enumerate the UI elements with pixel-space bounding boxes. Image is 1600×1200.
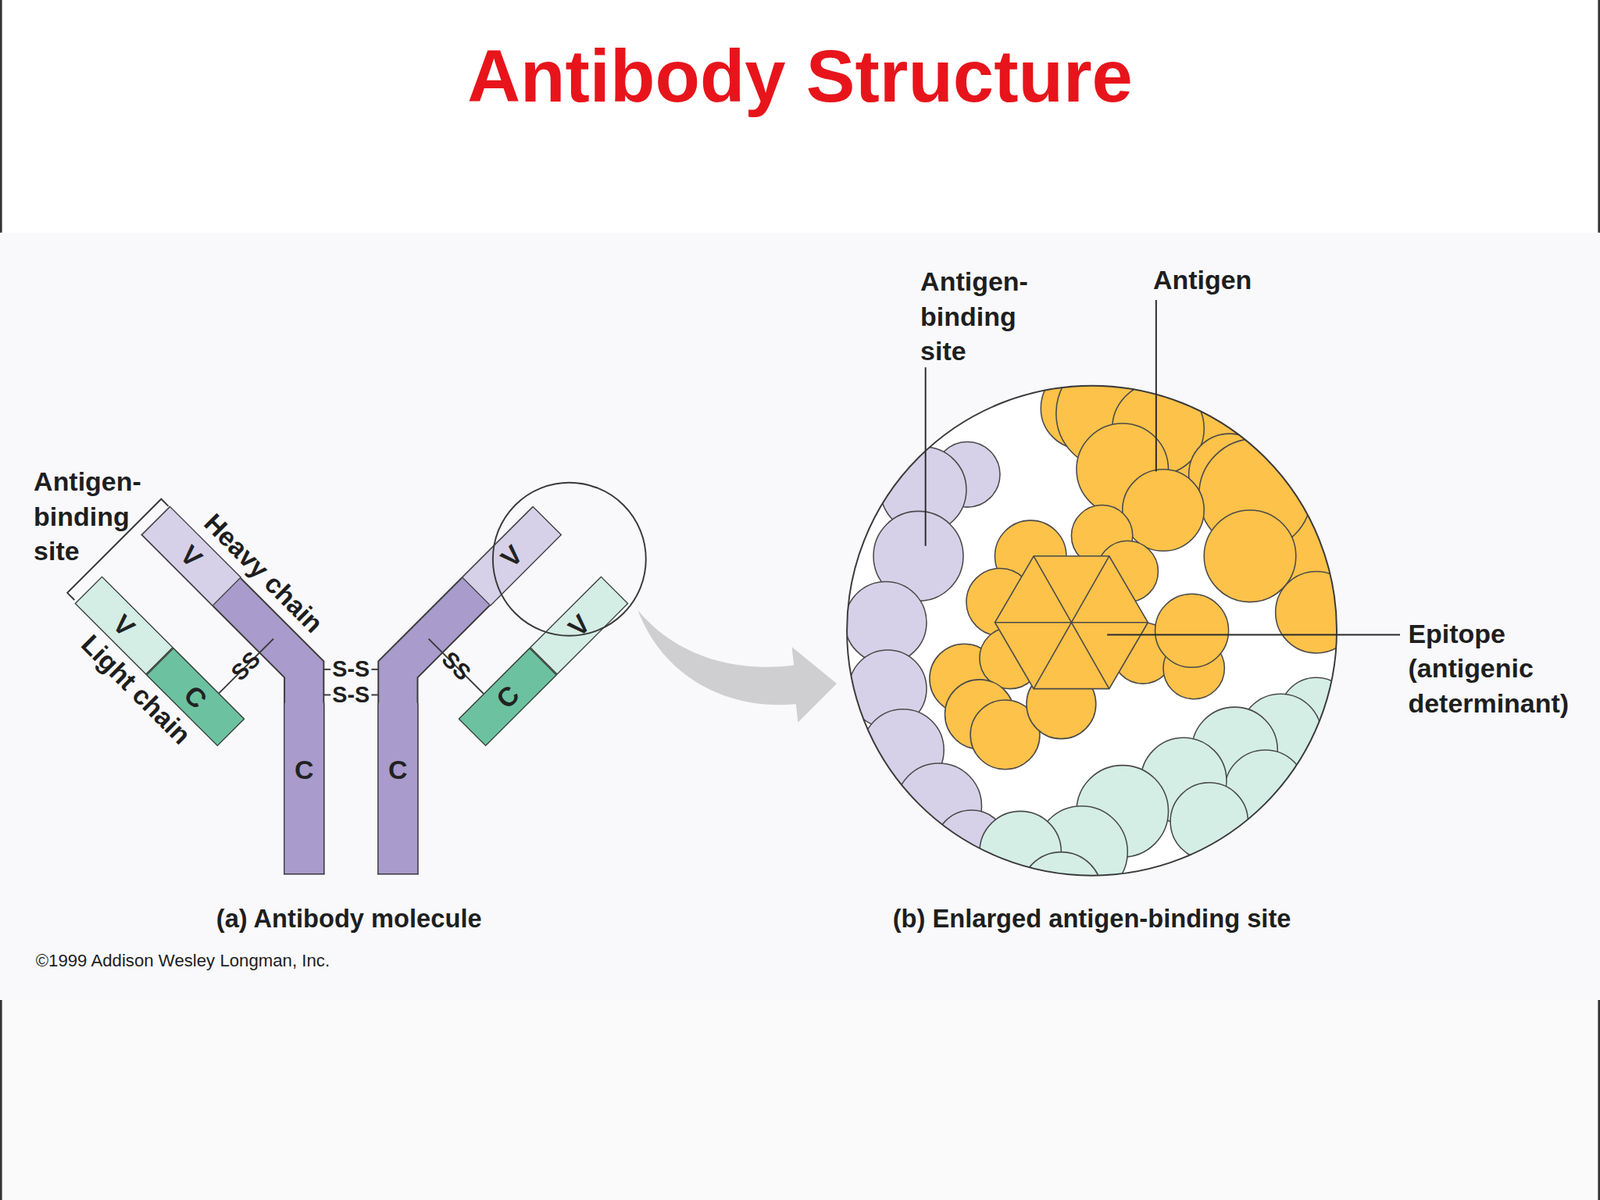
frame-line bbox=[1597, 0, 1600, 233]
leader-line bbox=[925, 367, 927, 547]
region-letter: C bbox=[388, 753, 408, 786]
chain-region: V bbox=[460, 506, 561, 607]
callout-label: Epitope (antigenic determinant) bbox=[1407, 616, 1569, 721]
frame-line bbox=[0, 0, 3, 233]
disulfide-bond bbox=[371, 693, 379, 696]
zoom-arrow bbox=[637, 610, 837, 723]
region-letter: V bbox=[493, 539, 529, 575]
region-letter: V bbox=[106, 607, 142, 643]
bond-label: S-S bbox=[332, 683, 370, 707]
copyright-note: ©1999 Addison Wesley Longman, Inc. bbox=[35, 950, 330, 972]
molecule-atoms bbox=[844, 357, 1358, 934]
panel-caption: (b) Enlarged antigen-binding site bbox=[892, 903, 1292, 934]
bottom-band bbox=[0, 1000, 1600, 1200]
disulfide-bond bbox=[323, 668, 331, 671]
title: Antibody Structure bbox=[467, 32, 1133, 122]
chain-region: V bbox=[528, 575, 629, 675]
disulfide-bond bbox=[428, 639, 485, 695]
zoom-circle bbox=[846, 385, 1337, 876]
region-letter: C bbox=[489, 678, 525, 715]
epitope-facets bbox=[994, 556, 1148, 690]
region-letter: V bbox=[560, 607, 597, 643]
callout-label: Antigen- binding site bbox=[33, 464, 142, 568]
panel-caption: (a) Antibody molecule bbox=[216, 903, 483, 934]
region-letter: C bbox=[176, 678, 213, 715]
frame-line bbox=[0, 1000, 3, 1200]
leader-line bbox=[1107, 633, 1400, 636]
panel-background bbox=[0, 232, 1600, 1000]
constant-region: C bbox=[283, 703, 325, 875]
antigen-atoms bbox=[929, 357, 1358, 770]
bond-label: S-S bbox=[332, 657, 370, 681]
disulfide-bond bbox=[371, 668, 379, 671]
chain-region: C bbox=[457, 647, 558, 747]
region-letter: V bbox=[173, 539, 209, 575]
disulfide-bond bbox=[323, 693, 331, 696]
callout-label: Antigen- binding site bbox=[920, 264, 1029, 368]
disulfide-bond bbox=[218, 639, 275, 695]
region-letter: C bbox=[294, 753, 315, 786]
magnify-circle bbox=[492, 482, 647, 636]
leader-line bbox=[1155, 300, 1158, 472]
epitope-hexagon bbox=[994, 556, 1148, 690]
frame-line bbox=[1597, 1000, 1600, 1200]
callout-label: Antigen bbox=[1153, 264, 1252, 297]
constant-region: C bbox=[377, 703, 418, 875]
